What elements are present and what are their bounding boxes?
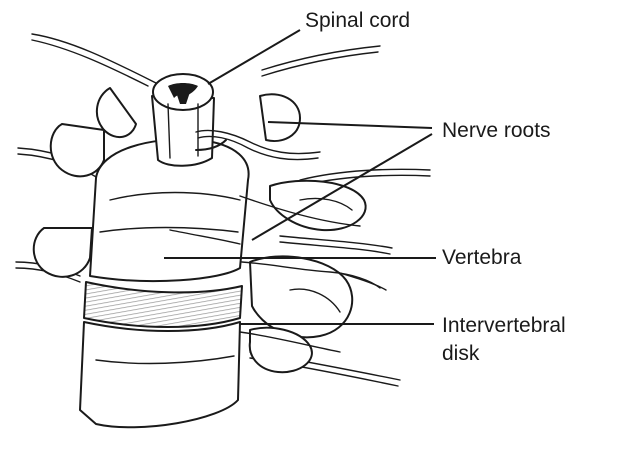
- nerve-roots-label: Nerve roots: [442, 118, 551, 144]
- spinal-cord-leader: [208, 30, 300, 84]
- lower-vertebra: [80, 322, 240, 427]
- intervertebral-disk: [84, 282, 242, 327]
- intervertebral-label: Intervertebral: [442, 313, 566, 339]
- vertebra-label: Vertebra: [442, 245, 521, 271]
- posterior-processes: [250, 94, 366, 372]
- spinal-cord-label: Spinal cord: [305, 8, 410, 34]
- disk-label: disk: [442, 341, 479, 367]
